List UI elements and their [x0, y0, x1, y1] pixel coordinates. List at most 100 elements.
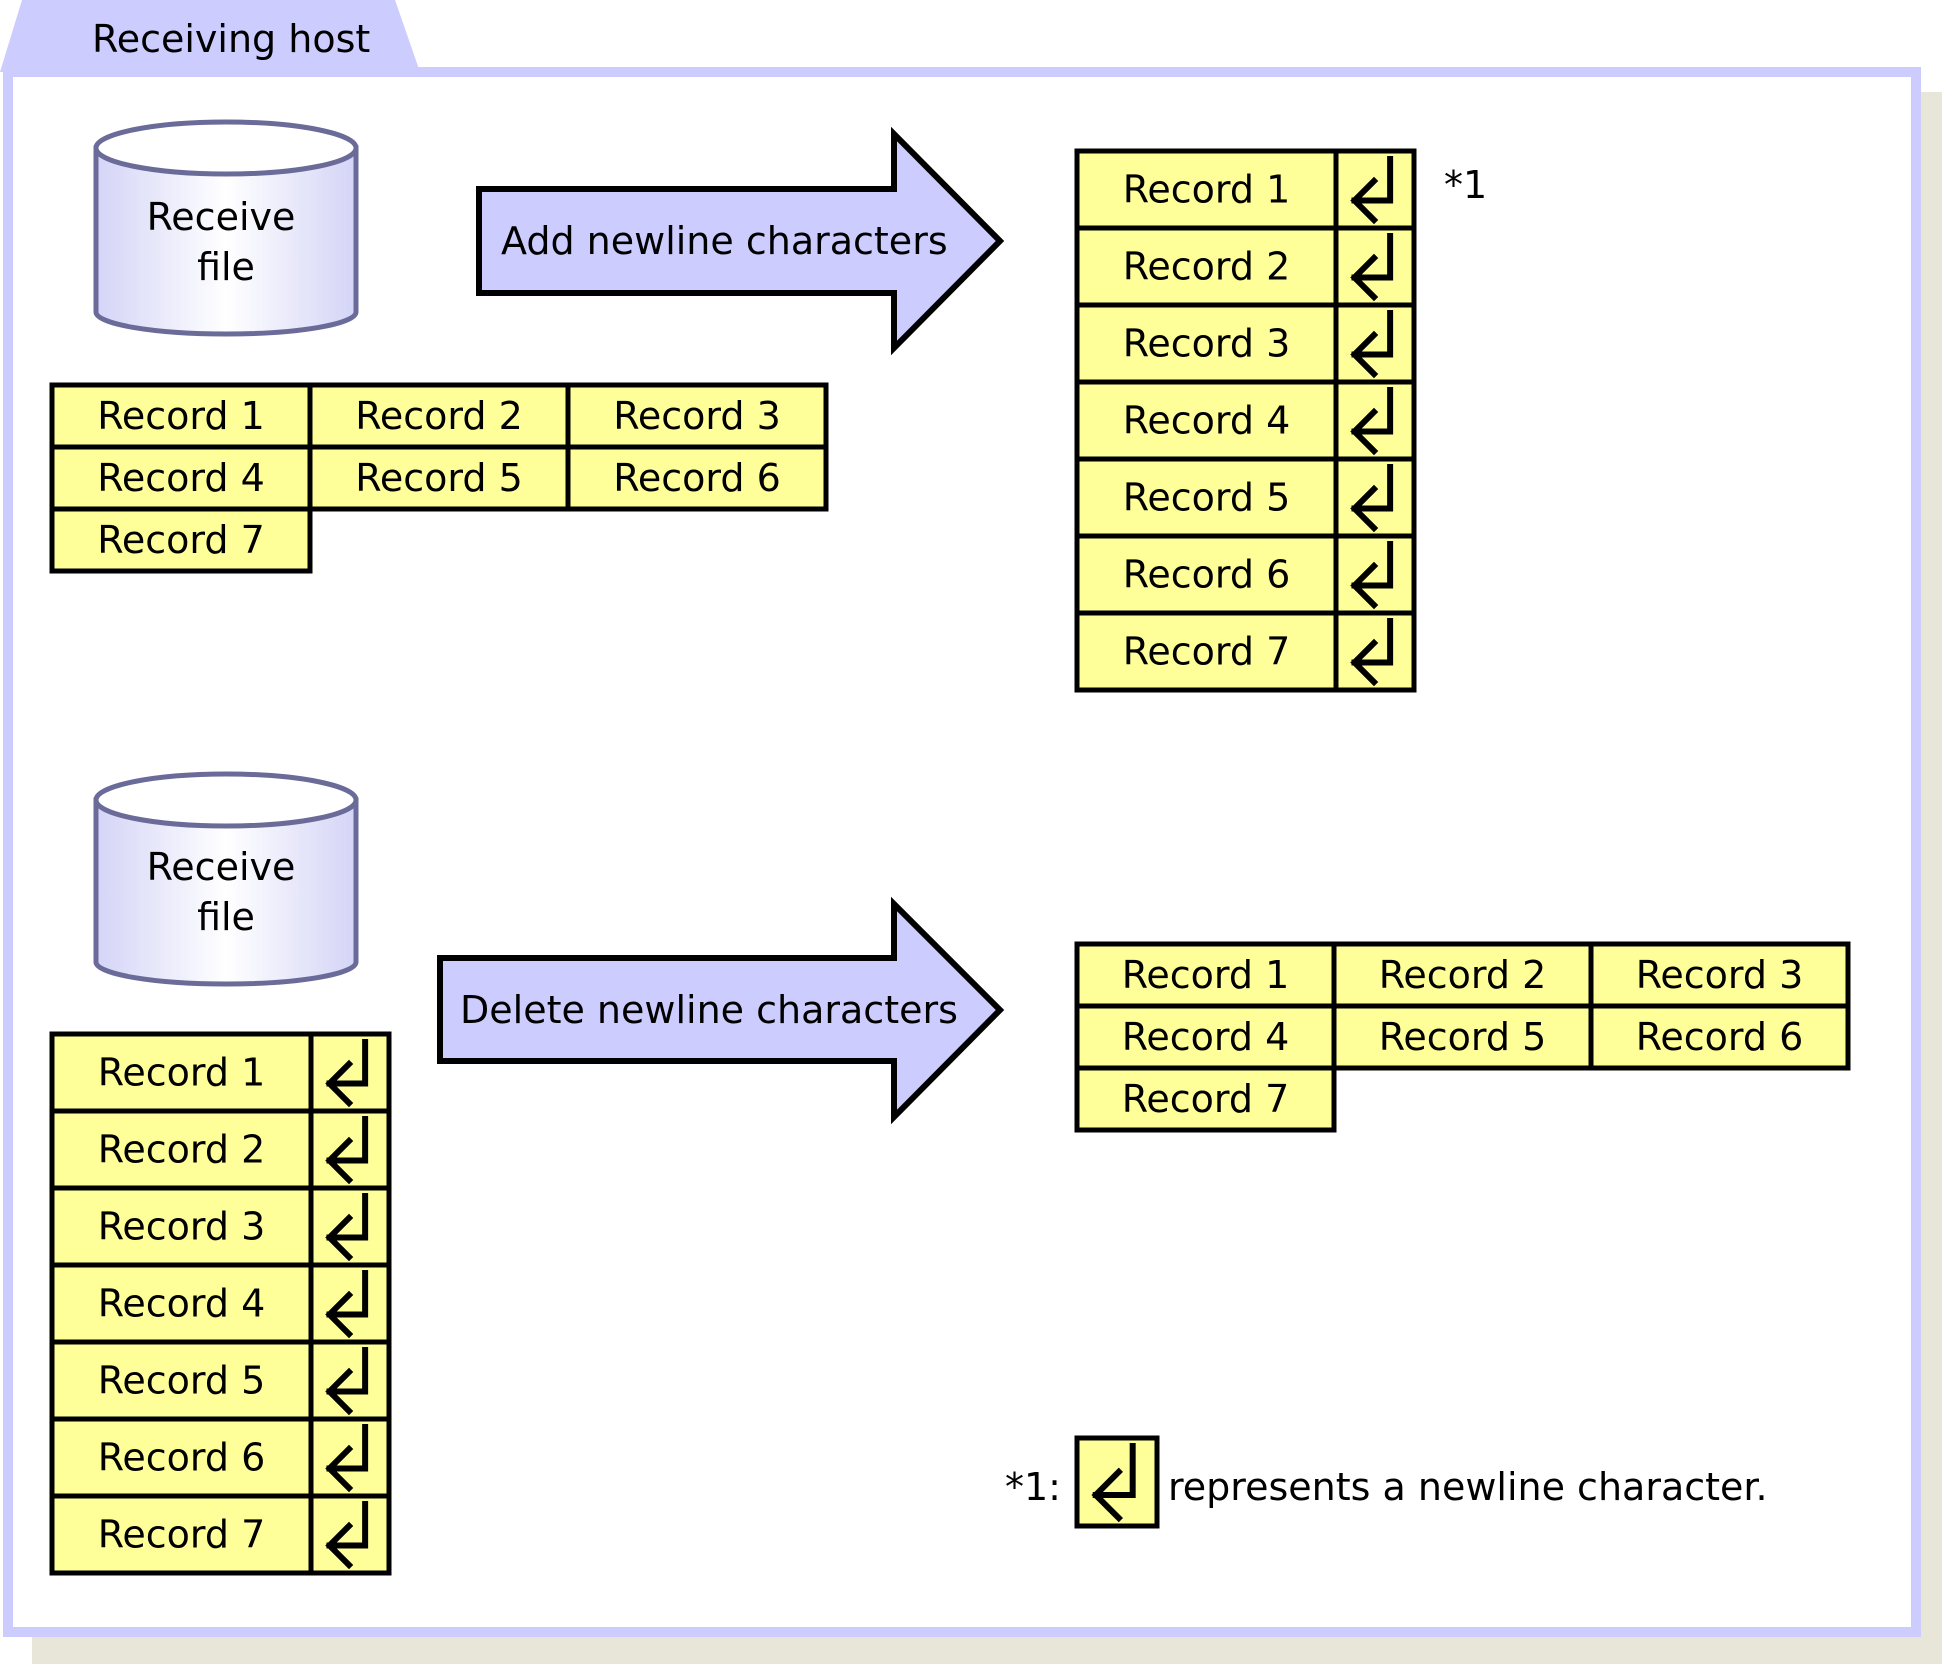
cylinder-top [93, 771, 359, 829]
record-cell: Record 4 [1074, 1003, 1337, 1071]
record-box [1074, 225, 1339, 308]
record-box [49, 382, 313, 450]
record-label: Record 2 [98, 1128, 266, 1172]
frame-title: Receiving host [92, 17, 370, 61]
record-box [1331, 941, 1594, 1009]
record-cell: Record 2 [1331, 941, 1594, 1009]
record-cell: Record 6 [1588, 1003, 1851, 1071]
newline-box [308, 1185, 392, 1268]
newline-return-icon [1091, 1443, 1136, 1523]
newline-cell [308, 1108, 392, 1191]
record-cell: Record 1 [49, 382, 313, 450]
record-cell: Record 1 [49, 1031, 314, 1114]
record-label: Record 6 [1636, 1015, 1804, 1059]
record-label: Record 6 [613, 456, 781, 500]
newline-box [1333, 610, 1417, 693]
record-box [49, 1108, 314, 1191]
right-arrow-icon [476, 126, 1005, 356]
top-receive-file-cylinder: Receive file [93, 119, 359, 337]
newline-cell [308, 1031, 392, 1114]
right-arrow-icon [437, 896, 1005, 1125]
record-box [49, 1262, 314, 1345]
newline-cell [1333, 456, 1417, 539]
newline-box [308, 1339, 392, 1422]
record-cell: Record 4 [49, 1262, 314, 1345]
record-cell: Record 6 [49, 1416, 314, 1499]
legend: *1: represents a newline character. [1005, 1435, 1768, 1529]
newline-box [308, 1416, 392, 1499]
record-cell: Record 3 [565, 382, 829, 450]
record-label: Record 4 [98, 1282, 266, 1326]
record-box [49, 506, 313, 574]
newline-box [308, 1031, 392, 1114]
newline-return-icon [325, 1116, 369, 1185]
newline-return-icon [1350, 387, 1394, 456]
newline-return-icon [1350, 464, 1394, 533]
database-icon [93, 797, 359, 987]
newline-cell [308, 1493, 392, 1576]
legend-text: represents a newline character. [1168, 1465, 1768, 1509]
record-cell: Record 7 [49, 1493, 314, 1576]
newline-box [1333, 225, 1417, 308]
top-section: Receive file Add newline characters Reco… [49, 119, 1487, 693]
record-label: Record 1 [1123, 168, 1291, 212]
record-box [565, 444, 829, 512]
newline-return-icon [1350, 310, 1394, 379]
record-label: Record 4 [1122, 1015, 1290, 1059]
newline-cell [1333, 379, 1417, 462]
cylinder-label-line2: file [197, 895, 255, 939]
bottom-receive-file-cylinder: Receive file [93, 771, 359, 987]
newline-box [1074, 1435, 1160, 1529]
frame-tab [0, 0, 420, 72]
newline-cell [1333, 148, 1417, 231]
newline-return-icon [325, 1193, 369, 1262]
add-newline-arrow: Add newline characters [476, 126, 1005, 356]
record-cell: Record 3 [1588, 941, 1851, 1009]
record-label: Record 6 [98, 1436, 266, 1480]
bottom-section: Receive file Delete newline characters R… [49, 771, 1851, 1576]
record-label: Record 3 [1636, 953, 1804, 997]
legend-marker: *1: [1005, 1465, 1061, 1509]
record-cell: Record 4 [1074, 379, 1339, 462]
newline-return-icon [1350, 541, 1394, 610]
record-cell: Record 1 [1074, 941, 1337, 1009]
cylinder-label-line1: Receive [147, 845, 296, 889]
newline-cell [1333, 302, 1417, 385]
record-box [1074, 379, 1339, 462]
newline-return-icon [325, 1347, 369, 1416]
record-box [1074, 1065, 1337, 1133]
newline-return-icon [325, 1270, 369, 1339]
newline-return-icon [325, 1501, 369, 1570]
record-cell: Record 5 [1331, 1003, 1594, 1071]
newline-cell [308, 1185, 392, 1268]
record-cell: Record 1 [1074, 148, 1339, 231]
newline-cell [308, 1262, 392, 1345]
record-label: Record 2 [355, 394, 523, 438]
database-icon [93, 145, 359, 337]
record-cell: Record 7 [1074, 1065, 1337, 1133]
cylinder-label-line1: Receive [147, 195, 296, 239]
record-cell: Record 7 [1074, 610, 1339, 693]
arrow-label: Add newline characters [501, 219, 948, 263]
delete-newline-arrow: Delete newline characters [437, 896, 1005, 1125]
record-label: Record 1 [97, 394, 265, 438]
newline-box [1333, 379, 1417, 462]
record-label: Record 7 [97, 518, 265, 562]
record-label: Record 7 [98, 1513, 266, 1557]
newline-cell [1333, 610, 1417, 693]
newline-box [1333, 533, 1417, 616]
record-label: Record 5 [1123, 476, 1291, 520]
record-label: Record 1 [1122, 953, 1290, 997]
newline-return-icon [325, 1039, 369, 1108]
newline-cell [1074, 1435, 1160, 1529]
record-cell: Record 3 [1074, 302, 1339, 385]
record-box [1074, 533, 1339, 616]
record-box [1074, 610, 1339, 693]
newline-cell [1333, 225, 1417, 308]
record-cell: Record 4 [49, 444, 313, 512]
record-label: Record 2 [1123, 245, 1291, 289]
newline-return-icon [1350, 156, 1394, 225]
